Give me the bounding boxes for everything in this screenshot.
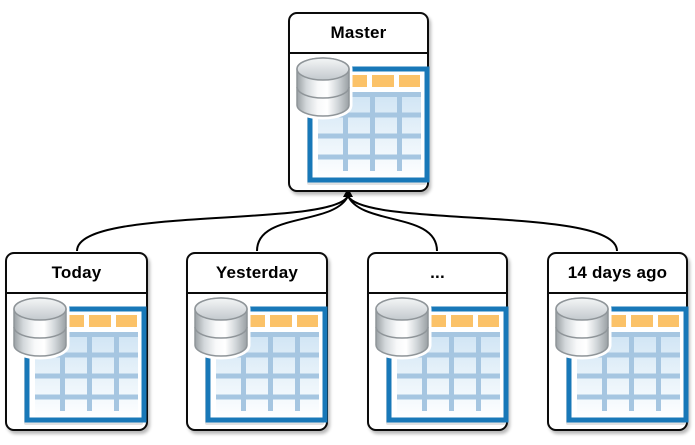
- node-ellipsis-title: ...: [369, 254, 506, 294]
- node-yesterday: Yesterday: [186, 252, 328, 431]
- node-14-days-ago-title: 14 days ago: [549, 254, 686, 294]
- database-table-icon: [553, 294, 689, 425]
- database-cylinder-icon: [373, 294, 432, 360]
- node-today: Today: [5, 252, 148, 431]
- database-cylinder-icon: [553, 294, 612, 360]
- node-14-days-ago: 14 days ago: [547, 252, 689, 431]
- database-cylinder-icon: [192, 294, 251, 360]
- node-today-title: Today: [7, 254, 146, 294]
- database-cylinder-icon: [11, 294, 70, 360]
- edge-14-days-master: [347, 195, 618, 252]
- database-table-icon: [373, 294, 509, 425]
- database-cylinder-icon: [294, 54, 353, 120]
- edge-yesterday-master: [256, 195, 349, 252]
- database-table-icon: [192, 294, 328, 425]
- node-master-title: Master: [290, 14, 427, 54]
- database-table-icon: [11, 294, 147, 425]
- node-master: Master: [288, 12, 430, 192]
- node-ellipsis: ...: [367, 252, 509, 431]
- edge-today-master: [76, 195, 349, 252]
- database-table-icon: [294, 54, 430, 185]
- edge-ellipsis-master: [347, 195, 438, 252]
- node-yesterday-title: Yesterday: [188, 254, 326, 294]
